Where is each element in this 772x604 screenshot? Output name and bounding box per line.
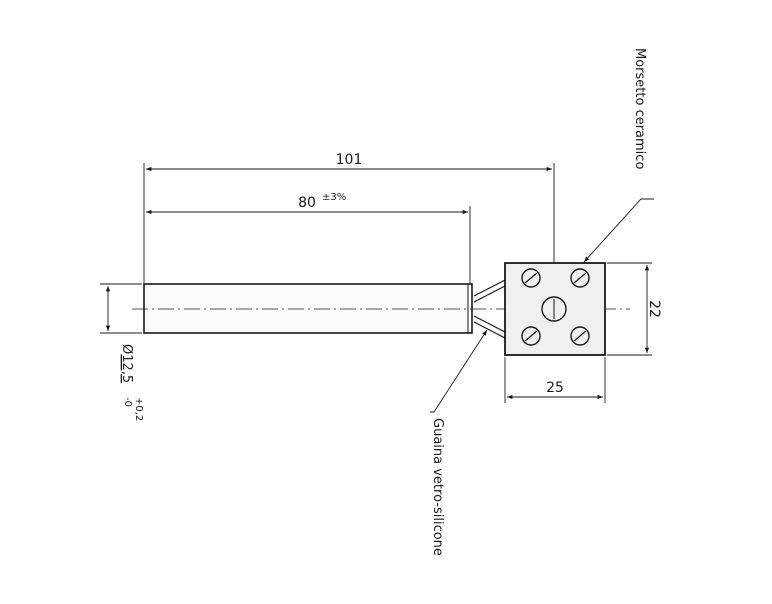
terminal-block <box>504 262 606 356</box>
lead-wires <box>473 279 506 339</box>
screw-icon <box>521 268 541 288</box>
terminal-height-value: 22 <box>646 300 662 318</box>
leader-sleeve: Guaina vetro-silicone <box>430 329 488 556</box>
screw-icon <box>570 268 590 288</box>
dimension-terminal-height: 22 <box>607 262 662 356</box>
overall-length-value: 101 <box>336 152 363 168</box>
diameter-value: 12,5 <box>119 354 134 383</box>
dimension-diameter: Ø12,5 +0,2 -0 <box>100 283 144 421</box>
dimension-terminal-width: 25 <box>504 357 606 403</box>
dimension-overall-length: 101 <box>143 152 555 284</box>
svg-text:Ø12,5: Ø12,5 <box>119 344 134 383</box>
sleeve-label: Guaina vetro-silicone <box>430 418 445 556</box>
diameter-symbol: Ø <box>119 344 134 354</box>
dimension-heated-length: 80 ±3% <box>146 192 471 284</box>
screw-icon <box>570 326 590 346</box>
diameter-tolerance-upper: +0,2 <box>133 397 144 421</box>
leader-terminal-block: Morsetto ceramico <box>583 48 654 263</box>
heater-body <box>143 283 473 334</box>
heated-length-value: 80 <box>298 195 316 211</box>
screw-icon <box>521 326 541 346</box>
terminal-width-value: 25 <box>546 380 564 396</box>
terminal-block-label: Morsetto ceramico <box>632 48 647 169</box>
diameter-tolerance-lower: -0 <box>122 397 133 407</box>
heated-length-tolerance: ±3% <box>322 192 346 203</box>
center-hole-icon <box>541 296 567 322</box>
